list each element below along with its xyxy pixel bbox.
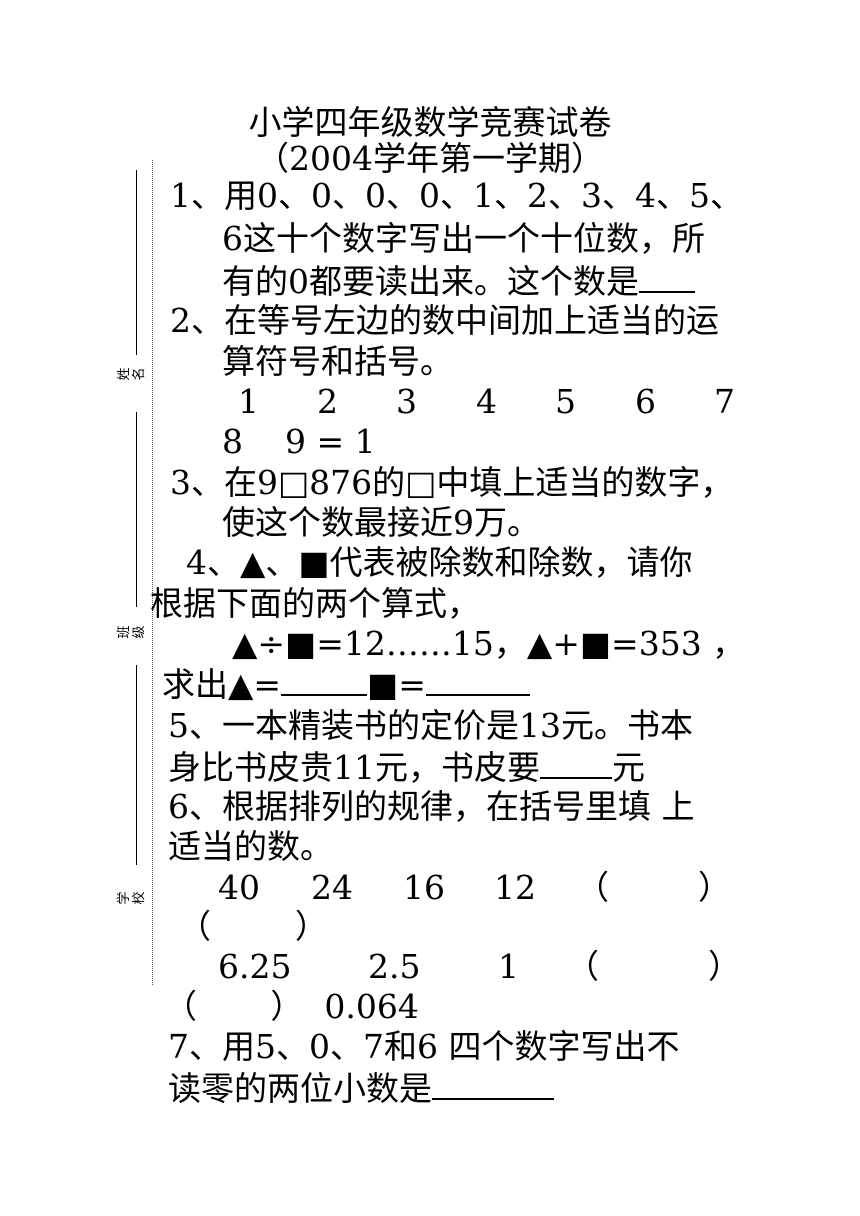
q6-seq1-line2: （ ） — [178, 907, 328, 946]
q3-line2: 使这个数最接近9万。 — [222, 503, 540, 542]
class-label: 班级 — [117, 623, 147, 639]
q1-line2: 6这十个数字写出一个十位数，所 — [222, 219, 705, 258]
q2-line1: 2、在等号左边的数中间加上适当的运 — [170, 301, 719, 340]
name-label: 姓名 — [117, 365, 147, 381]
q2-number: 3 — [396, 382, 417, 421]
q6-seq2-bracket-close: ） — [708, 947, 741, 986]
class-fill-line — [136, 412, 137, 607]
q5-line1: 5、一本精装书的定价是13元。书本 — [168, 706, 693, 745]
binding-dotted-line — [152, 160, 153, 985]
q6-seq2-item: 6.25 — [218, 947, 292, 986]
school-fill-line — [136, 665, 137, 865]
q5-answer-blank[interactable] — [540, 747, 612, 779]
name-fill-line — [136, 170, 137, 355]
binding-margin: 姓名 班级 学校 — [112, 160, 162, 990]
q1-line3: 有的0都要读出来。这个数是 — [222, 261, 695, 302]
q6-seq2-line2: （ ） 0.064 — [164, 987, 419, 1026]
q2-number: 5 — [555, 382, 576, 421]
q4-answer-mid: ■= — [367, 665, 426, 704]
q4-triangle-blank[interactable] — [281, 664, 368, 696]
q2-line2: 算符号和括号。 — [222, 342, 453, 381]
q6-seq1-bracket-close: ） — [698, 868, 731, 907]
q7-line2: 读零的两位小数是 — [168, 1068, 554, 1109]
q6-seq1-item: 16 — [403, 868, 445, 907]
q4-line1: 4、▲、■代表被除数和除数，请你 — [186, 543, 693, 582]
q3-line1: 3、在9□876的□中填上适当的数字， — [170, 463, 734, 502]
q6-seq1-item: 40 — [218, 868, 260, 907]
q6-seq1-bracket-open: （ — [576, 868, 609, 907]
q2-number: 7 — [714, 382, 735, 421]
q5-line2: 身比书皮贵11元，书皮要 元 — [168, 747, 645, 788]
q2-number: 2 — [317, 382, 338, 421]
q2-number: 1 — [238, 382, 259, 421]
q6-seq2-bracket-open: （ — [566, 947, 599, 986]
q5-line2-suffix: 元 — [612, 748, 645, 787]
q2-number: 6 — [635, 382, 656, 421]
q7-line2-text: 读零的两位小数是 — [168, 1069, 432, 1108]
q6-line1: 6、根据排列的规律，在括号里填 上 — [168, 787, 695, 826]
q6-seq2-item: 1 — [498, 947, 519, 986]
q4-answer-line: 求出▲= ■= — [162, 664, 530, 705]
q6-seq2-item: 2.5 — [368, 947, 421, 986]
page-title: 小学四年级数学竞赛试卷 — [248, 103, 612, 142]
page-subtitle: （2004学年第一学期） — [256, 139, 604, 178]
q7-answer-blank[interactable] — [432, 1068, 554, 1100]
q4-formula: ▲÷■=12……15，▲+■=353 ， — [232, 624, 746, 663]
q2-line4: 8 9 = 1 — [222, 422, 376, 461]
q1-line3-text: 有的0都要读出来。这个数是 — [222, 262, 639, 301]
q4-square-blank[interactable] — [425, 664, 530, 696]
q4-line2: 根据下面的两个算式， — [150, 584, 480, 623]
q1-answer-blank[interactable] — [639, 261, 695, 293]
q5-line2-prefix: 身比书皮贵11元，书皮要 — [168, 748, 540, 787]
q6-seq1-item: 24 — [311, 868, 353, 907]
q4-answer-prefix: 求出▲= — [162, 665, 282, 704]
q1-line1: 1、用0、0、0、0、1、2、3、4、5、 — [170, 176, 743, 215]
q7-line1: 7、用5、0、7和6 四个数字写出不 — [168, 1027, 680, 1066]
q6-line2: 适当的数。 — [168, 827, 333, 866]
school-label: 学校 — [117, 889, 147, 905]
q2-number: 4 — [476, 382, 497, 421]
q6-seq1-item: 12 — [494, 868, 536, 907]
